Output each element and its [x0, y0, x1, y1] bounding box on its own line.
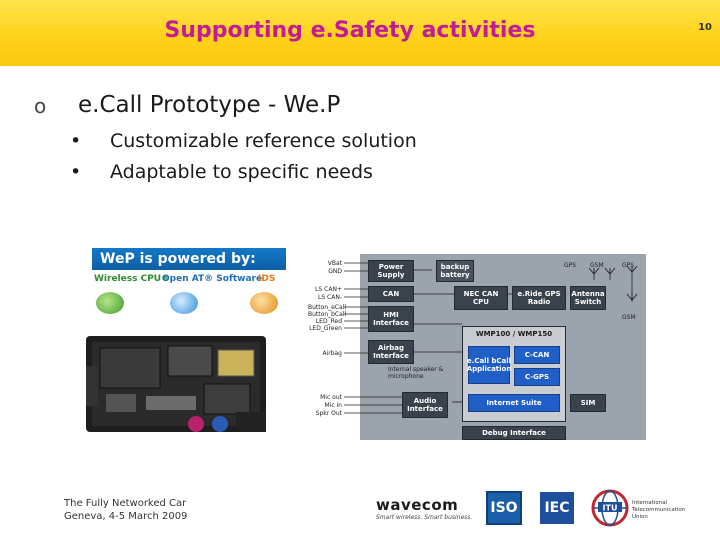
wavecom-logo: wavecom Smart wireless. Smart business. — [372, 496, 478, 526]
footer-event-info: The Fully Networked Car Geneva, 4-5 Marc… — [64, 497, 187, 523]
bullet-dot: • — [70, 161, 82, 183]
can-block: CAN — [368, 286, 414, 302]
bullet-item: • Adaptable to specific needs — [70, 161, 373, 183]
iec-logo: IEC — [540, 492, 574, 524]
level1-marker: o — [34, 94, 47, 118]
speaker-microphone-note: Internal speaker & microphone — [388, 366, 444, 380]
signal-ls-can-plus: LS CAN+ — [315, 286, 342, 293]
antenna-label-gsm: GSM — [590, 262, 604, 269]
open-at-icon — [170, 292, 198, 314]
itu-line-2: Telecommunication — [632, 507, 686, 513]
feature-ids: IDS — [258, 274, 276, 284]
footer-event-location: Geneva, 4-5 March 2009 — [64, 511, 188, 522]
antenna-label-gps: GPS — [564, 262, 577, 269]
signal-mic-out: Mic out — [320, 394, 342, 401]
itu-globe-icon: ITU — [591, 489, 629, 527]
debug-interface-block: Debug Interface — [462, 426, 566, 440]
feature-labels: Wireless CPU® Open AT® Software IDS — [90, 274, 286, 288]
slide-title: Supporting e.Safety activities — [164, 18, 536, 43]
product-image: WeP is powered by: Wireless CPU® Open AT… — [80, 244, 286, 444]
audio-interface-block: Audio Interface — [402, 392, 448, 418]
diagram-wires — [344, 262, 638, 414]
bullet-text: Customizable reference solution — [110, 130, 417, 152]
wavecom-tagline: Smart wireless. Smart business. — [376, 514, 473, 521]
nec-can-cpu-block: NEC CAN CPU — [454, 286, 508, 310]
itu-line-3: Union — [632, 514, 648, 520]
power-supply-block: Power Supply — [368, 260, 414, 282]
wireless-cpu-icon — [96, 292, 124, 314]
backup-battery-block: backup battery — [436, 260, 474, 282]
itu-name: International Telecommunication Union — [632, 500, 685, 521]
signal-mic-in: Mic in — [324, 402, 342, 409]
hmi-interface-block: HMI Interface — [368, 306, 414, 332]
feature-open-at: Open AT® Software — [162, 274, 263, 284]
signal-led-green: LED_Green — [309, 325, 342, 332]
circuit-board-icon — [86, 336, 266, 432]
feature-wireless-cpu: Wireless CPU® — [94, 274, 171, 284]
level1-heading: e.Call Prototype - We.P — [78, 92, 341, 118]
antenna-switch-block: Antenna Switch — [570, 286, 606, 310]
signal-led-red: LED_Red — [315, 318, 342, 325]
svg-text:ITU: ITU — [603, 504, 618, 513]
signal-button-ecall: Button_eCall — [308, 304, 346, 311]
c-gps-block: C-GPS — [514, 368, 560, 386]
bullet-item: • Customizable reference solution — [70, 130, 417, 152]
page-number: 10 — [698, 22, 712, 33]
airbag-interface-block: Airbag Interface — [368, 340, 414, 364]
signal-gnd: GND — [328, 268, 342, 275]
signal-ls-can-minus: LS CAN- — [317, 294, 342, 301]
bullet-dot: • — [70, 130, 82, 152]
signal-button-bcall: Button_bCall — [308, 311, 347, 318]
ids-icon — [250, 292, 278, 314]
signal-spkr-out: Spkr Out — [315, 410, 342, 417]
internet-suite-block: Internet Suite — [468, 394, 560, 412]
signal-airbag: Airbag — [322, 350, 342, 357]
signal-vbat: VBat — [327, 260, 342, 267]
antenna-label-gps-ext: GPS — [622, 262, 635, 269]
wavecom-name: wavecom — [376, 496, 459, 514]
antenna-label-gsm-ext: GSM — [622, 314, 636, 321]
product-banner: WeP is powered by: — [92, 248, 286, 270]
itu-line-1: International — [632, 500, 668, 506]
eride-gps-radio-block: e.Ride GPS Radio — [512, 286, 566, 310]
c-can-block: C-CAN — [514, 346, 560, 364]
sim-block: SIM — [570, 394, 606, 412]
bullet-text: Adaptable to specific needs — [110, 161, 373, 183]
footer-event-title: The Fully Networked Car — [64, 498, 187, 509]
block-diagram: VBat GND LS CAN+ LS CAN- Button_eCall Bu… — [308, 254, 648, 444]
iso-logo: ISO — [486, 491, 522, 525]
slide-header: Supporting e.Safety activities — [0, 0, 720, 66]
ecall-application-block: e.Call bCall Application — [467, 346, 511, 384]
